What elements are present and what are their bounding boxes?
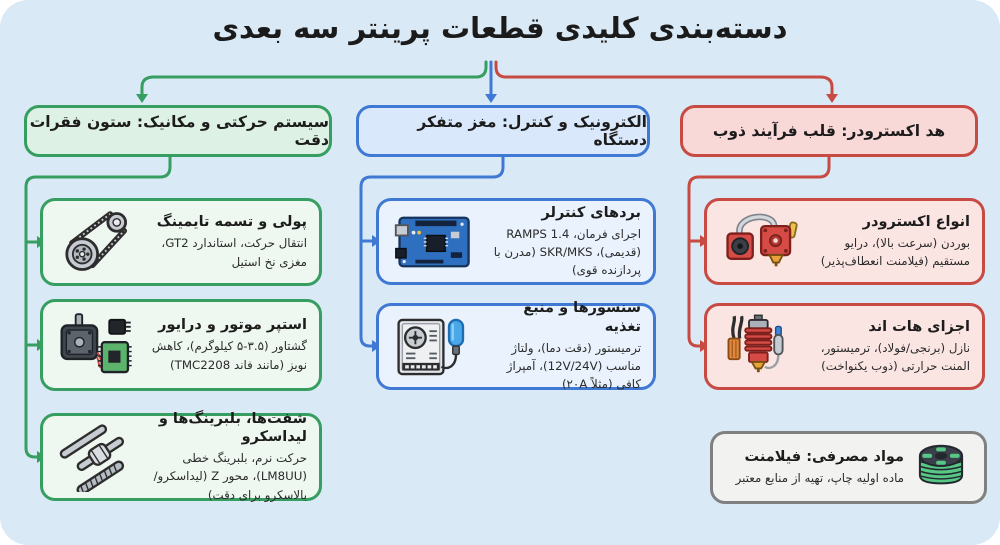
card-description: بوردن (سرعت بالا)، درایو مستقیم (فیلامنت… <box>820 235 970 269</box>
card-sensors-psu: سنسورها و منبع تغذیه ترمیستور (دقت دما)،… <box>376 300 656 391</box>
card-description: اجرای فرمان، RAMPS 1.4 (قدیمی)، SKR/MKS … <box>493 226 641 278</box>
header-electronics-label: الکترونیک و کنترل: مغز متفکر دستگاه <box>417 113 647 149</box>
card-title: پولی و تسمه تایمینگ <box>156 214 307 231</box>
card-title: بردهای کنترلر <box>541 204 642 221</box>
card-title: سنسورها و منبع تغذیه <box>523 300 641 335</box>
card-filament: مواد مصرفی: فیلامنت ماده اولیه چاپ، تهیه… <box>710 431 987 504</box>
card-description: نازل (برنجی/فولاد)، ترمیستور، المنت حرار… <box>820 340 970 374</box>
card-shafts-bearings: شفت‌ها، بلبرینگ‌ها و لیداسکرو حرکت نرم، … <box>40 410 322 502</box>
card-title: اجزای هات اند <box>868 318 970 335</box>
controller-board-icon <box>391 207 479 277</box>
red-arrowhead <box>826 94 838 103</box>
card-description: ترمیستور (دقت دما)، ولتاژ مناسب (12V/24V… <box>506 340 641 392</box>
card-description: حرکت نرم، بلبرینگ خطی (LM8UU)، محور Z (ل… <box>153 451 307 502</box>
psu-thermistor-icon <box>391 312 479 382</box>
header-mechanics: سیستم حرکتی و مکانیک: ستون فقرات دقت <box>24 105 332 157</box>
card-title: شفت‌ها، بلبرینگ‌ها و لیداسکرو <box>158 410 307 446</box>
hotend-icon <box>719 312 807 382</box>
card-controller-boards: بردهای کنترلر اجرای فرمان، RAMPS 1.4 (قد… <box>376 198 656 285</box>
green-arrowhead <box>136 94 148 103</box>
belt-pulley-icon <box>55 207 143 277</box>
extruder-types-icon <box>719 207 807 277</box>
header-extruder-label: هد اکسترودر: قلب فرآیند ذوب <box>712 122 946 140</box>
stepper-motor-icon <box>55 310 143 380</box>
card-title: مواد مصرفی: فیلامنت <box>744 448 905 465</box>
card-hotend-parts: اجزای هات اند نازل (برنجی/فولاد)، ترمیست… <box>704 303 985 390</box>
page-title: دسته‌بندی کلیدی قطعات پرینتر سه بعدی <box>212 11 788 45</box>
card-title: انواع اکسترودر <box>862 213 970 230</box>
filament-spool-icon <box>910 441 972 495</box>
card-stepper-driver: استپر موتور و درایور گشتاور (۳.۵-۵ کیلوگ… <box>40 299 322 391</box>
shafts-bearings-icon <box>55 422 143 492</box>
card-extruder-types: انواع اکسترودر بوردن (سرعت بالا)، درایو … <box>704 198 985 285</box>
header-extruder: هد اکسترودر: قلب فرآیند ذوب <box>680 105 978 157</box>
header-electronics: الکترونیک و کنترل: مغز متفکر دستگاه <box>356 105 650 157</box>
card-belt-pulley: پولی و تسمه تایمینگ انتقال حرکت، استاندا… <box>40 198 322 286</box>
red-branch-line <box>494 60 834 96</box>
header-mechanics-label: سیستم حرکتی و مکانیک: ستون فقرات دقت <box>29 113 329 149</box>
blue-arrowhead <box>485 94 497 103</box>
card-description: انتقال حرکت، استاندارد GT2، مغزی نخ استی… <box>161 236 307 269</box>
card-description: گشتاور (۳.۵-۵ کیلوگرم)، کاهش نویز (مانند… <box>151 339 307 372</box>
green-branch-line <box>140 60 488 96</box>
card-description: ماده اولیه چاپ، تهیه از منابع معتبر <box>735 470 904 485</box>
card-title: استپر موتور و درایور <box>158 317 307 334</box>
